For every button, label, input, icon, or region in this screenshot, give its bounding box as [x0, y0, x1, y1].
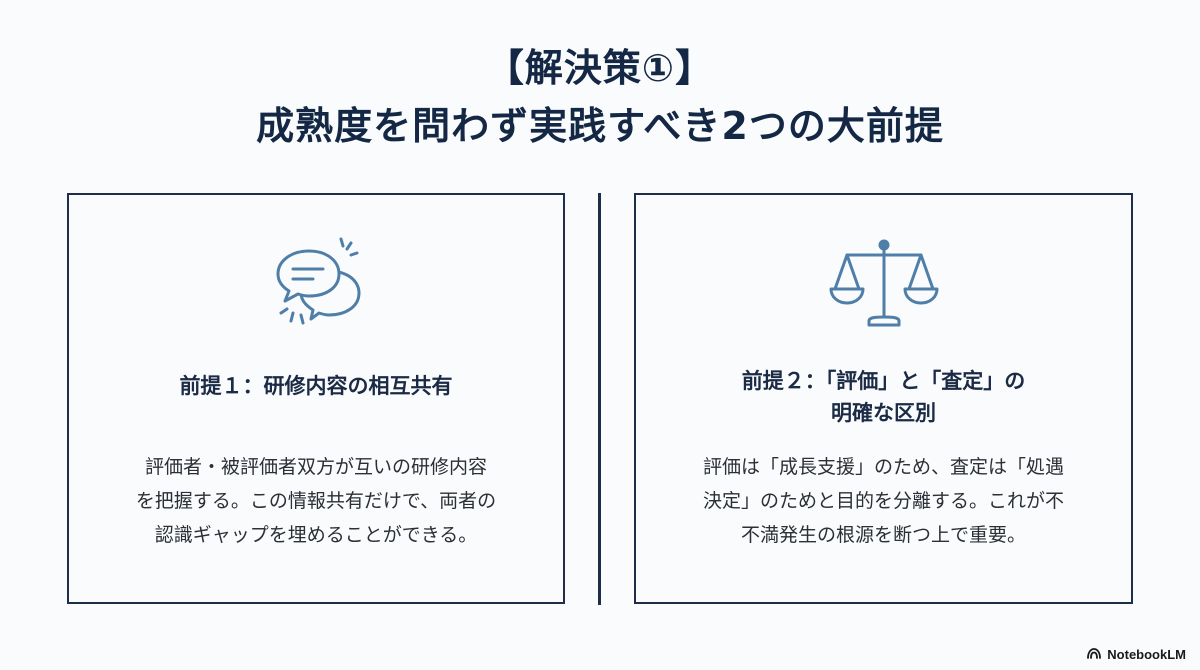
premise-2-body: 評価は「成長支援」のため、査定は「処遇 決定」のためと目的を分離する。これが不 …: [666, 450, 1101, 552]
slide-title-line2: 成熟度を問わず実践すべき2つの大前提: [256, 104, 944, 148]
slide-title-line1: 【解決策①】: [485, 46, 715, 90]
speech-bubbles-icon: [261, 233, 371, 337]
premise-1-heading-line: 前提１：研修内容の相互共有: [179, 374, 453, 398]
premise-1-body: 評価者・被評価者双方が互いの研修内容 を把握する。この情報共有だけで、両者の 認…: [99, 450, 533, 552]
premise-2-body-line: 不満発生の根源を断つ上で重要。: [740, 524, 1026, 546]
premise-2-heading-line: 前提２：「評価」と「査定」の: [741, 369, 1026, 393]
balance-scale-icon: [829, 233, 939, 337]
premise-1-body-line: を把握する。この情報共有だけで、両者の: [135, 490, 497, 512]
center-divider: [598, 193, 601, 605]
notebooklm-logo-icon: [1086, 647, 1102, 662]
notebooklm-branding: NotebookLM: [1086, 647, 1186, 662]
premise-2-body-line: 評価は「成長支援」のため、査定は「処遇: [702, 456, 1064, 478]
premise-1-heading: 前提１：研修内容の相互共有: [89, 370, 543, 402]
premise-card-1: 前提１：研修内容の相互共有 評価者・被評価者双方が互いの研修内容 を把握する。こ…: [67, 193, 565, 604]
brand-label: NotebookLM: [1107, 647, 1186, 662]
premise-card-2: 前提２：「評価」と「査定」の 明確な区別 評価は「成長支援」のため、査定は「処遇…: [634, 193, 1133, 604]
premise-2-heading: 前提２：「評価」と「査定」の 明確な区別: [656, 365, 1111, 429]
premise-1-body-line: 評価者・被評価者双方が互いの研修内容: [144, 456, 487, 478]
premise-2-body-line: 決定」のためと目的を分離する。これが不: [702, 490, 1064, 512]
premise-2-heading-line: 明確な区別: [831, 401, 936, 425]
premise-1-body-line: 認識ギャップを埋めることができる。: [154, 524, 478, 546]
